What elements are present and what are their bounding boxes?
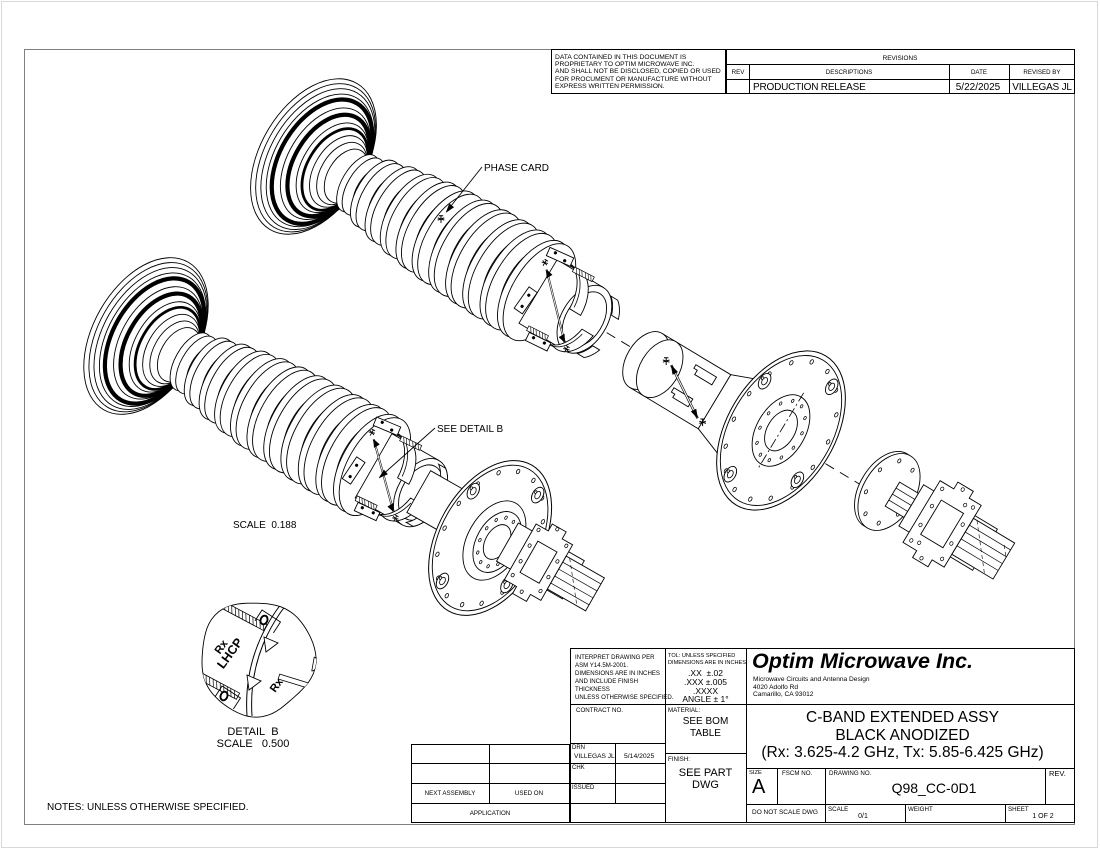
svg-text:PHASE CARD: PHASE CARD: [484, 163, 549, 174]
svg-text:SEE DETAIL B: SEE DETAIL B: [437, 424, 503, 435]
